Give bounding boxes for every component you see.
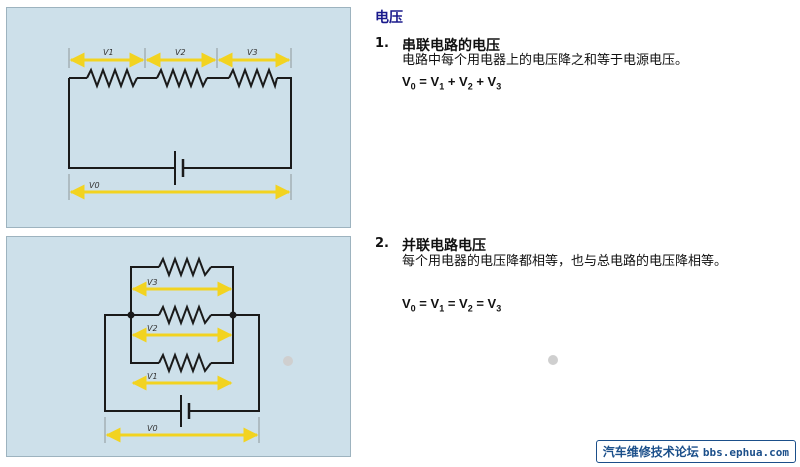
decorative-dot-right — [548, 355, 558, 365]
section-title: 电压 — [375, 10, 403, 26]
v0-label: V0 — [89, 181, 100, 190]
item-2-formula: V0 = V1 = V2 = V3 — [402, 296, 501, 314]
parallel-circuit-diagram: V3 V2 V1 V0 — [6, 236, 351, 457]
junction-left — [127, 311, 135, 319]
formula-operator: + — [444, 74, 460, 89]
v0-label: V0 — [147, 424, 158, 433]
formula-operator: = — [444, 296, 460, 311]
watermark-text: 汽车维修技术论坛 — [602, 445, 699, 459]
item-1-formula: V0 = V1 + V2 + V3 — [402, 74, 501, 92]
resistor-branch-2 — [158, 304, 212, 326]
v2-label: V2 — [147, 324, 158, 333]
resistor-2 — [156, 67, 208, 89]
junction-right — [229, 311, 237, 319]
watermark: 汽车维修技术论坛 bbs.ephua.com — [595, 440, 796, 463]
v2-label: V2 — [175, 48, 186, 57]
formula-term: V2 — [459, 296, 473, 314]
item-1-number: 1. — [375, 36, 389, 51]
v1-label: V1 — [103, 48, 114, 57]
watermark-url: bbs.ephua.com — [702, 446, 789, 459]
item-2-title: 并联电路电压 — [402, 238, 486, 254]
v3-label: V3 — [147, 278, 158, 287]
formula-term: V2 — [459, 74, 473, 92]
resistor-branch-3 — [158, 256, 212, 278]
series-circuit-diagram: V1 V2 V3 V0 — [6, 7, 351, 228]
formula-operator: = — [472, 296, 488, 311]
branch-1-wire — [130, 315, 234, 364]
series-circuit-svg: V1 V2 V3 V0 — [68, 48, 292, 200]
formula-term: V1 — [430, 296, 445, 314]
item-1-title: 串联电路的电压 — [402, 38, 500, 54]
formula-operator: = — [415, 296, 431, 311]
formula-term: V1 — [430, 74, 445, 92]
resistor-1 — [86, 67, 138, 89]
branch-3-wire — [130, 266, 234, 315]
formula-term: V0 — [402, 296, 416, 314]
formula-operator: = — [415, 74, 431, 89]
parallel-circuit-svg: V3 V2 V1 V0 — [104, 256, 260, 443]
v1-label: V1 — [147, 372, 158, 381]
formula-operator: + — [472, 74, 488, 89]
outer-wire — [104, 314, 260, 412]
resistor-3 — [228, 67, 278, 90]
formula-term: V0 — [402, 74, 416, 92]
series-wire — [68, 77, 292, 169]
formula-term: V3 — [487, 74, 502, 92]
decorative-dot — [283, 356, 293, 366]
item-1-description: 电路中每个用电器上的电压降之和等于电源电压。 — [402, 53, 689, 68]
item-2-number: 2. — [375, 236, 389, 251]
item-2-description: 每个用电器的电压降都相等，也与总电路的电压降相等。 — [402, 254, 728, 269]
formula-term: V3 — [487, 296, 502, 314]
v3-label: V3 — [247, 48, 258, 57]
resistor-branch-1 — [158, 352, 212, 374]
